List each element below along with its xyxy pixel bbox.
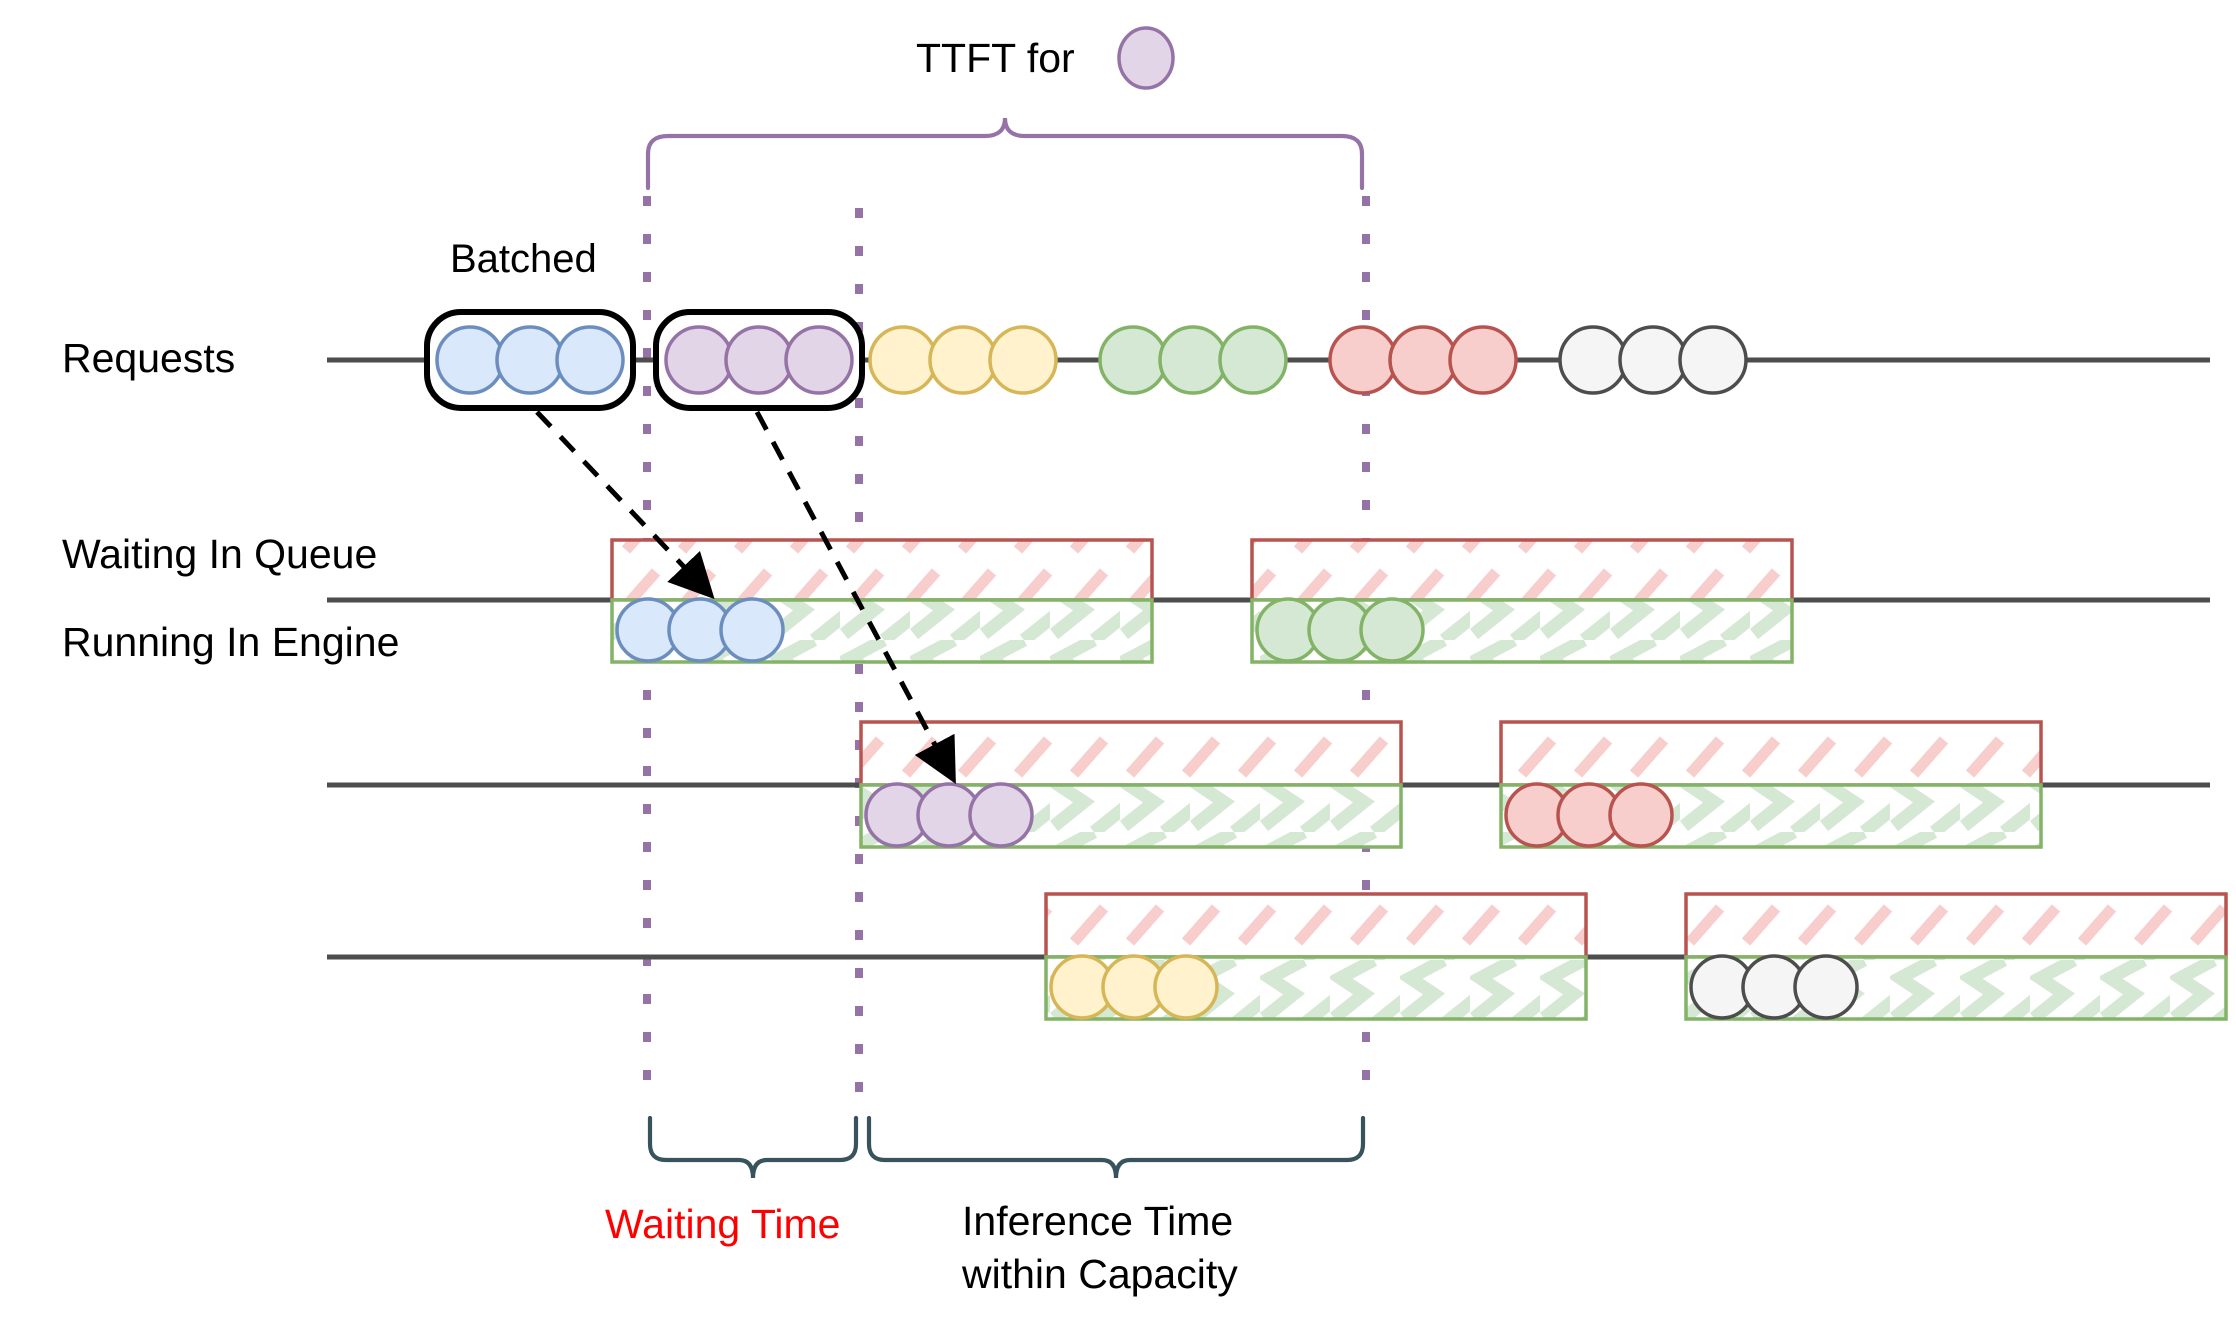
lane-2 (327, 720, 2210, 849)
running-circle (1153, 954, 1219, 1020)
request-group-purple (653, 309, 865, 411)
queue-box (1499, 720, 2043, 787)
lane-3-block-yellow (1044, 892, 1588, 1021)
inference-time-label-line1: Inference Time (962, 1198, 1233, 1244)
request-circle (1618, 325, 1688, 395)
request-group-yellow (868, 325, 1058, 395)
request-circle (1328, 325, 1398, 395)
bottom-annotations: Waiting Time Inference Time within Capac… (605, 1115, 1366, 1297)
requests-label: Requests (62, 335, 235, 381)
running-circle (1608, 782, 1674, 848)
request-circle (928, 325, 998, 395)
routing-arrows (535, 410, 956, 785)
queue-box (1250, 538, 1794, 602)
lane-2-block-red (1499, 720, 2043, 849)
lane-3 (327, 892, 2228, 1021)
running-circle (1793, 954, 1859, 1020)
waiting-in-queue-label: Waiting In Queue (62, 531, 377, 577)
queue-box (610, 538, 1154, 602)
lane-2-block-purple (859, 720, 1403, 849)
request-circle (1448, 325, 1518, 395)
request-circle (495, 325, 565, 395)
ttft-legend-circle-icon (1117, 26, 1175, 90)
request-circle (1558, 325, 1628, 395)
arrow-blue-to-lane1 (535, 410, 715, 600)
waiting-time-label: Waiting Time (605, 1201, 840, 1247)
lane-1-block-green (1250, 538, 1794, 664)
request-circle (724, 325, 794, 395)
request-circle (784, 325, 854, 395)
ttft-label: TTFT for (916, 35, 1075, 81)
running-in-engine-label: Running In Engine (62, 619, 399, 665)
lane-1-block-blue (610, 538, 1154, 664)
running-circle (968, 782, 1034, 848)
request-circle (868, 325, 938, 395)
running-circle (719, 597, 785, 663)
request-circle (1388, 325, 1458, 395)
request-group-gray (1558, 325, 1748, 395)
requests-row: Requests Batched (62, 237, 2210, 411)
request-group-blue (424, 309, 636, 411)
request-circle (664, 325, 734, 395)
arrow-purple-to-lane2 (754, 410, 956, 785)
request-circle (1678, 325, 1748, 395)
running-circle (1359, 597, 1425, 663)
ttft-brace (645, 117, 1365, 191)
request-circle (988, 325, 1058, 395)
queue-box (1684, 892, 2228, 959)
lane-1: Waiting In Queue Running In Engine (62, 531, 2210, 665)
inference-time-label-line2: within Capacity (961, 1251, 1238, 1297)
batched-label: Batched (450, 237, 597, 281)
request-circle (435, 325, 505, 395)
request-circle (1098, 325, 1168, 395)
inference-time-brace (866, 1115, 1366, 1179)
queue-box (1044, 892, 1588, 959)
request-circle (1218, 325, 1288, 395)
request-circle (555, 325, 625, 395)
lane-3-block-gray (1684, 892, 2228, 1021)
request-group-green (1098, 325, 1288, 395)
waiting-time-brace (647, 1115, 859, 1179)
ttft-annotation: TTFT for (645, 26, 1365, 191)
request-group-red (1328, 325, 1518, 395)
request-circle (1158, 325, 1228, 395)
